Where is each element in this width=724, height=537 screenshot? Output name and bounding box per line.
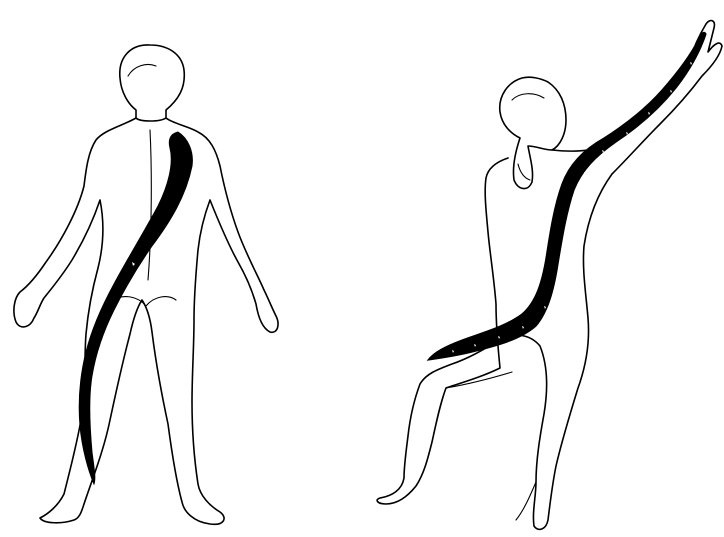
back-view-figure: [14, 45, 278, 524]
hip-line: [446, 372, 512, 388]
side-reaching-figure: [377, 21, 722, 530]
spine-line: [148, 130, 151, 280]
side-view-highlight-band: [428, 32, 706, 360]
ponytail-line: [518, 164, 530, 180]
back-view-head: [120, 45, 185, 121]
back-view-highlight-band: [79, 132, 192, 484]
back-view-body: [14, 118, 278, 524]
side-hair-line: [512, 94, 544, 100]
hair-line: [128, 64, 156, 76]
